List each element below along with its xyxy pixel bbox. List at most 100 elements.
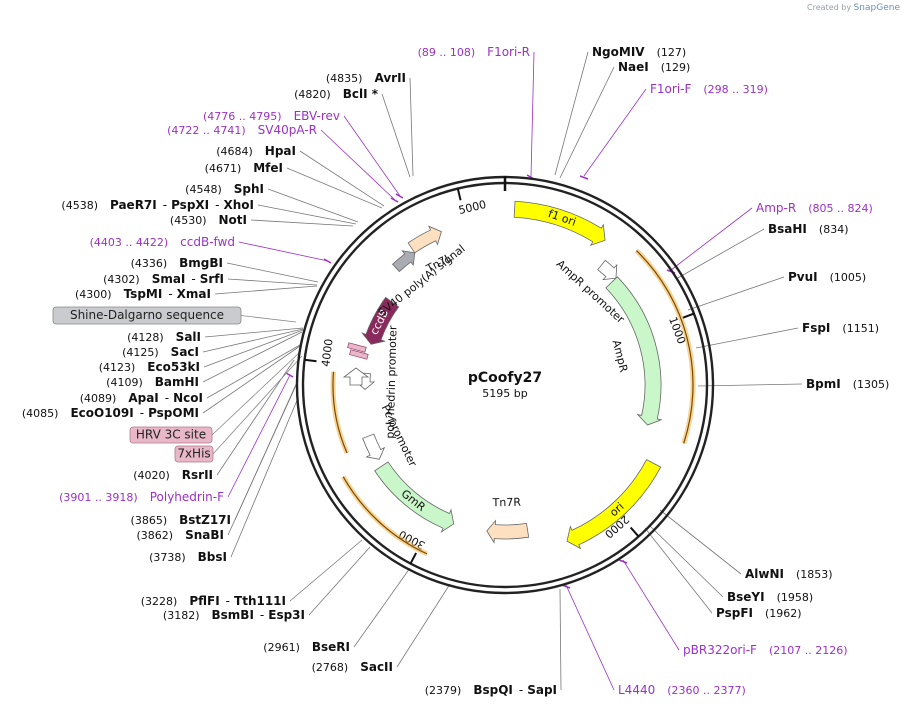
- label-multi-bspqi-sapi[interactable]: (2379)BspQI-SapI: [425, 683, 557, 697]
- boxed-label-7xhis[interactable]: 7xHis: [174, 445, 214, 463]
- feature-label-polyhedrin-promoter: polyhedrin promoter: [384, 325, 400, 439]
- feature-ori-arrow[interactable]: [566, 459, 662, 550]
- leader-snabi: [227, 380, 299, 536]
- label-separator: -: [163, 198, 167, 212]
- label-noti-name: NotI: [219, 213, 248, 227]
- tick-3000: [409, 552, 418, 565]
- feature-ccdb-arrow[interactable]: [360, 296, 400, 345]
- feature-tn7l-arrow[interactable]: [407, 225, 442, 254]
- label-hpai-name: HpaI: [265, 144, 296, 158]
- leader-f1ori-f: [583, 88, 647, 177]
- label-saci[interactable]: (4125)SacI: [122, 345, 199, 359]
- gmr-region-arc-line: [342, 476, 428, 555]
- label-ebv-rev[interactable]: (4776 .. 4795)EBV-rev: [203, 109, 340, 123]
- label-f1ori-f-pos: (298 .. 319): [703, 83, 768, 96]
- label-enzyme-paer7i: PaeR7I: [110, 198, 157, 212]
- label-saci-pos: (4125): [122, 346, 159, 359]
- label-bstz17i[interactable]: (3865)BstZ17I: [131, 513, 231, 527]
- label-enzyme-xhoi: XhoI: [223, 198, 254, 212]
- label-f1ori-r[interactable]: (89 .. 108)F1ori-R: [418, 45, 530, 59]
- boxed-label-hrv-3c-site[interactable]: HRV 3C site: [129, 426, 213, 444]
- label-eco53ki[interactable]: (4123)Eco53kI: [99, 360, 200, 374]
- label-amp-r-pos: (805 .. 824): [808, 202, 873, 215]
- label-ccdb-fwd[interactable]: (4403 .. 4422)ccdB-fwd: [90, 235, 235, 249]
- label-noti-pos: (4530): [170, 214, 207, 227]
- label-multi-ecoo109i-pspomi[interactable]: (4085)EcoO109I-PspOMI: [22, 406, 199, 420]
- label-noti[interactable]: (4530) NotI: [170, 213, 247, 227]
- label-enzyme-tth111i: Tth111I: [234, 594, 286, 608]
- label-bpmi[interactable]: BpmI(1305): [806, 377, 889, 391]
- label-bseyi[interactable]: BseYI(1958): [727, 590, 813, 604]
- label-ngomiv[interactable]: NgoMIV(127): [592, 45, 686, 59]
- label-fspi[interactable]: FspI(1151): [802, 321, 879, 335]
- feature-f1-ori-arrow[interactable]: [513, 200, 606, 246]
- label-multi-smai-srfi[interactable]: (4302)SmaI-SrfI: [103, 272, 224, 286]
- feature-sv40-poly-a-signal-arrow[interactable]: [391, 250, 416, 273]
- label-polyhedrin-f[interactable]: (3901 .. 3918)Polyhedrin-F: [59, 490, 224, 504]
- label-naei[interactable]: NaeI(129): [618, 60, 690, 74]
- label-sphi-pos: (4548): [185, 183, 222, 196]
- label-sv40pa-r[interactable]: (4722 .. 4741)SV40pA-R: [167, 123, 317, 137]
- label-ccdb-fwd-name: ccdB-fwd: [180, 235, 235, 249]
- label-l4440[interactable]: L4440(2360 .. 2377): [618, 683, 746, 697]
- label-hpai[interactable]: (4684)HpaI: [216, 144, 296, 158]
- label-rsrii[interactable]: (4020)RsrII: [133, 468, 213, 482]
- leader-multi-4: [202, 345, 301, 414]
- label-pbr322ori-f[interactable]: pBR322ori-F(2107 .. 2126): [683, 643, 848, 657]
- label-bbsi-pos: (3738): [149, 551, 186, 564]
- label-pspfi[interactable]: PspFI(1962): [716, 606, 802, 620]
- label-f1ori-f[interactable]: F1ori-F(298 .. 319): [650, 82, 768, 96]
- label-amp-r[interactable]: Amp-R(805 .. 824): [756, 201, 873, 215]
- feature-pc-promoter-arrow[interactable]: [362, 433, 386, 460]
- label-snabi[interactable]: (3862)SnaBI: [137, 528, 224, 542]
- label-alwni-name: AlwNI: [745, 567, 784, 581]
- label-bstz17i-pos: (3865): [131, 514, 168, 527]
- feature-gmr-arrow[interactable]: [374, 461, 455, 533]
- label-pvui[interactable]: PvuI(1005): [788, 270, 866, 284]
- label-bsahi-name: BsaHI: [768, 222, 807, 236]
- label-ebv-rev-pos: (4776 .. 4795): [203, 110, 282, 123]
- leader-naei: [559, 66, 615, 179]
- label-sv40pa-r-pos: (4722 .. 4741): [167, 124, 246, 137]
- primer-mark-ccdb-fwd: [323, 258, 332, 264]
- polyhedrin-region-arc-line: [332, 371, 348, 454]
- leader-sphi: [267, 188, 359, 223]
- label-multi-pflfi-tth111i[interactable]: (3228)PflFI-Tth111I: [141, 594, 286, 608]
- feature-ampr-promoter-arrow[interactable]: [597, 259, 618, 281]
- leader-polyhedrin-f: [227, 374, 291, 498]
- start-arrow-mark: [342, 367, 370, 386]
- leader-sali: [204, 327, 304, 338]
- feature-tn7r-arrow[interactable]: [486, 519, 530, 544]
- boxed-label-text: 7xHis: [177, 447, 210, 461]
- feature-ampr-arrow[interactable]: [605, 276, 663, 426]
- label-leader-lines: [202, 51, 803, 691]
- label-bsahi[interactable]: BsaHI(834): [768, 222, 849, 236]
- ampr-region-arc-line: [636, 250, 694, 444]
- label-bbsi[interactable]: (3738)BbsI: [149, 550, 227, 564]
- label-enzyme-esp3i: Esp3I: [268, 608, 305, 622]
- leader-bamhi: [202, 331, 303, 383]
- label-bcli[interactable]: (4820)BclI *: [294, 87, 379, 101]
- label-separator: -: [140, 406, 144, 420]
- label-multi-apai-ncoi[interactable]: (4089)ApaI-NcoI: [80, 391, 203, 405]
- label-sacii[interactable]: (2768)SacII: [312, 660, 393, 674]
- feature-label-sv40-poly-a-signal: SV40 poly(A) signal: [376, 242, 468, 319]
- label-avrii[interactable]: (4835)AvrII: [326, 71, 406, 85]
- label-alwni[interactable]: AlwNI(1853): [745, 567, 833, 581]
- label-bamhi[interactable]: (4109)BamHI: [106, 375, 199, 389]
- label-sali[interactable]: (4128)SalI: [127, 330, 201, 344]
- label-multi-bsmbi-esp3i[interactable]: (3182)BsmBI-Esp3I: [163, 608, 305, 622]
- leader-box-shine-dalgarno-sequence: [240, 315, 297, 323]
- leader-avrii: [409, 77, 414, 177]
- label-bmgbi[interactable]: (4336)BmgBI: [131, 256, 223, 270]
- label-multi-paer7i-pspxi-xhoi[interactable]: (4538)PaeR7I-PspXI-XhoI: [61, 198, 254, 212]
- label-mfei[interactable]: (4671)MfeI: [205, 161, 283, 175]
- boxed-label-shine-dalgarno-sequence[interactable]: Shine-Dalgarno sequence: [52, 306, 242, 325]
- label-multi-tspmi-xmai[interactable]: (4300)TspMI-XmaI: [75, 287, 211, 301]
- label-bseri[interactable]: (2961)BseRI: [263, 640, 350, 654]
- label-multi-pos: (4089): [80, 392, 117, 405]
- label-sphi[interactable]: (4548)SphI: [185, 182, 264, 196]
- leader-bcli: [381, 93, 411, 178]
- label-pvui-pos: (1005): [830, 271, 867, 284]
